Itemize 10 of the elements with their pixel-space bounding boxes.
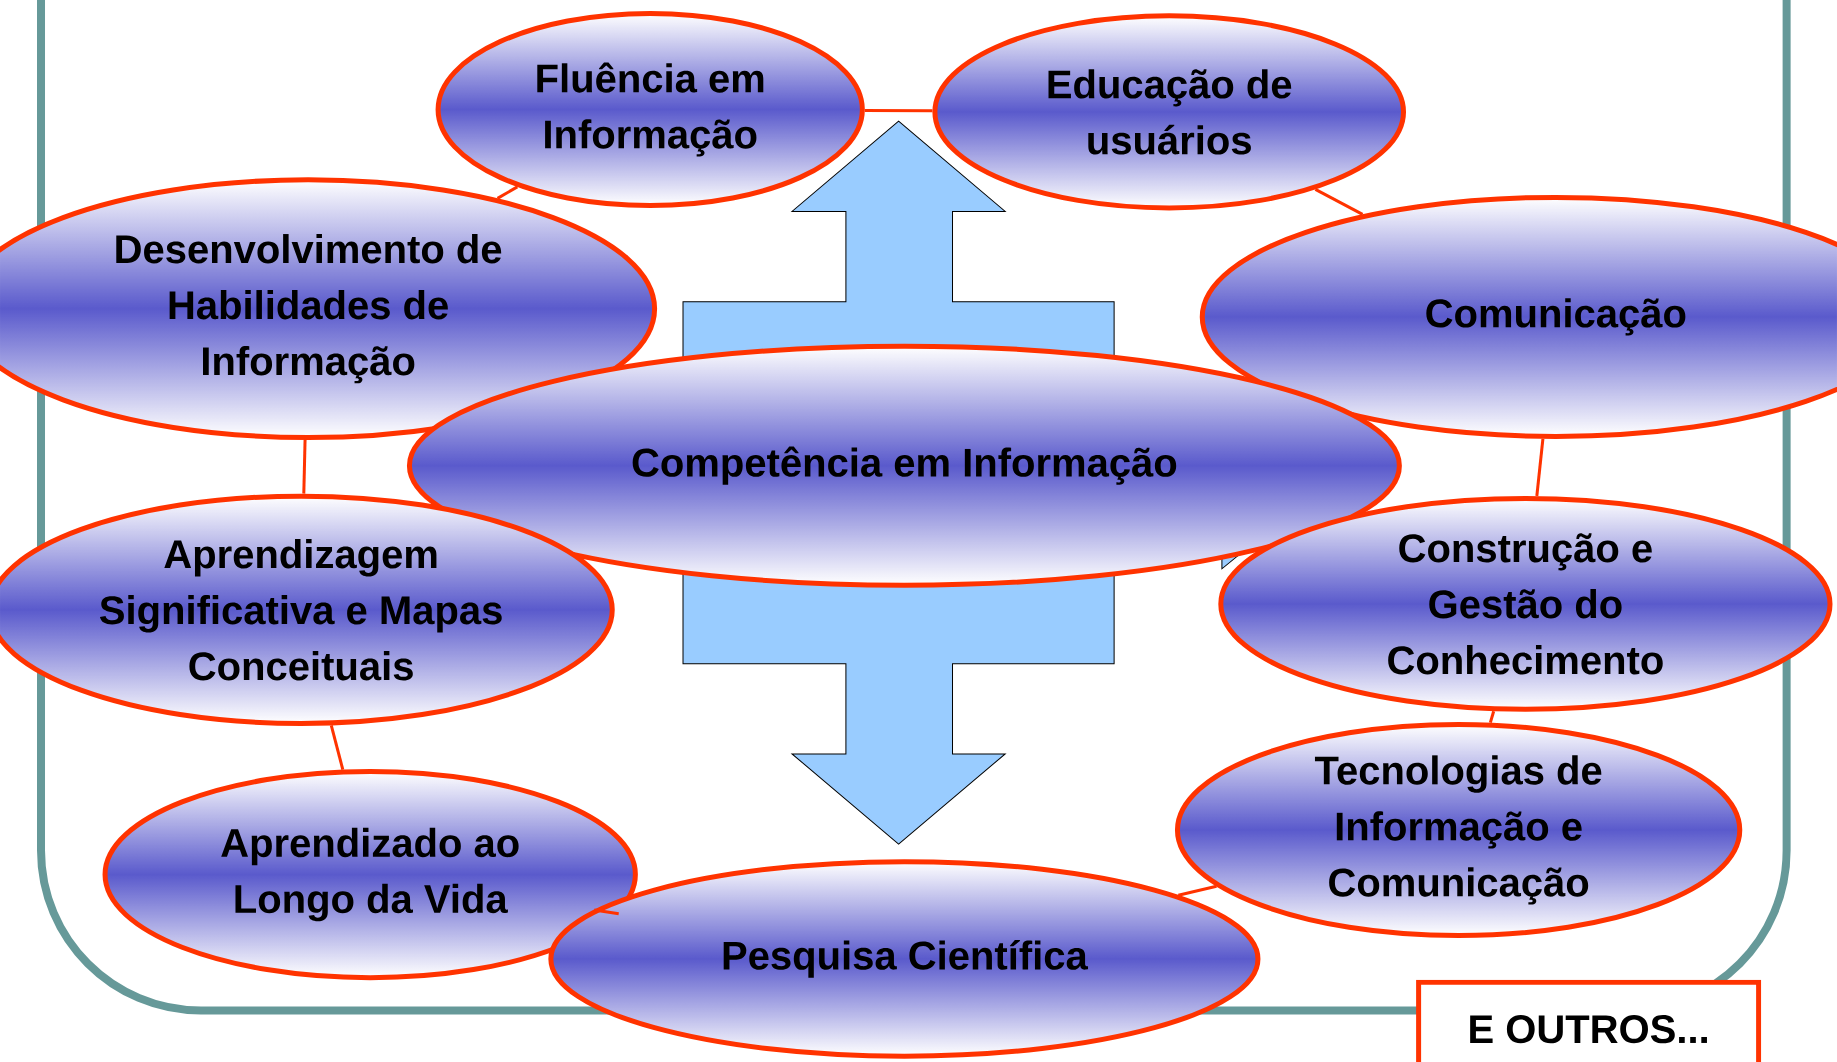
connector-line	[1178, 884, 1217, 897]
connector-line	[496, 185, 519, 200]
connector-line	[1488, 710, 1496, 724]
note-box: E OUTROS...	[1416, 979, 1762, 1062]
connector-line	[302, 440, 307, 494]
connector-line	[1535, 438, 1545, 497]
connector-line	[593, 908, 619, 916]
connector-line	[329, 725, 345, 770]
connector-line	[864, 109, 933, 113]
connector-line	[1314, 188, 1364, 216]
